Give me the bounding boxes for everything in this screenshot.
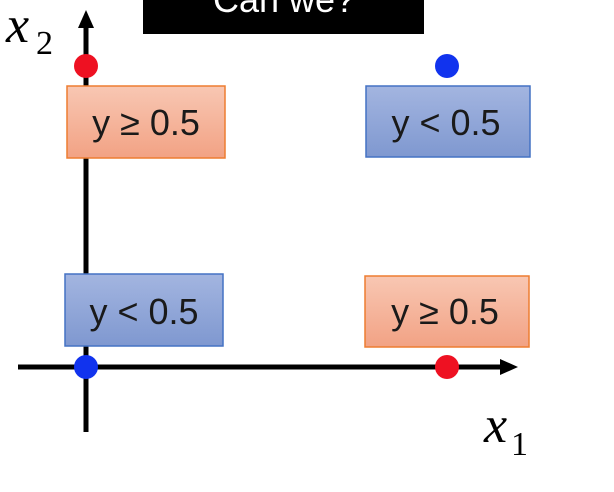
box-top-right-bg (365, 85, 531, 158)
x-axis-label-sub: 1 (511, 426, 528, 463)
point-1-1 (435, 54, 459, 78)
y-axis-label: x 2 (5, 0, 53, 62)
box-bottom-right: y ≥ 0.5 (364, 275, 530, 348)
data-points (74, 54, 459, 379)
box-bottom-left-bg (64, 273, 224, 347)
box-bottom-left-label: y < 0.5 (89, 291, 198, 332)
box-top-left-label: y ≥ 0.5 (92, 102, 200, 143)
point-1-0 (435, 355, 459, 379)
y-axis-label-sub: 2 (36, 25, 53, 62)
point-0-1 (74, 54, 98, 78)
box-top-right-label: y < 0.5 (391, 102, 500, 143)
box-bottom-right-bg (364, 275, 530, 348)
box-bottom-right-label: y ≥ 0.5 (391, 291, 499, 332)
y-axis-arrowhead (78, 10, 94, 28)
y-axis-label-var: x (5, 0, 29, 54)
point-0-0 (74, 355, 98, 379)
title-banner: Can we? (143, 0, 424, 34)
box-top-right: y < 0.5 (365, 85, 531, 158)
title-banner-text: Can we? (213, 0, 355, 20)
x-axis-label-var: x (483, 397, 507, 454)
box-top-left: y ≥ 0.5 (66, 85, 226, 159)
box-bottom-left: y < 0.5 (64, 273, 224, 347)
x-axis-arrowhead (500, 359, 518, 375)
title-banner-bg (143, 0, 424, 34)
box-top-left-bg (66, 85, 226, 159)
x-axis-label: x 1 (483, 397, 528, 463)
